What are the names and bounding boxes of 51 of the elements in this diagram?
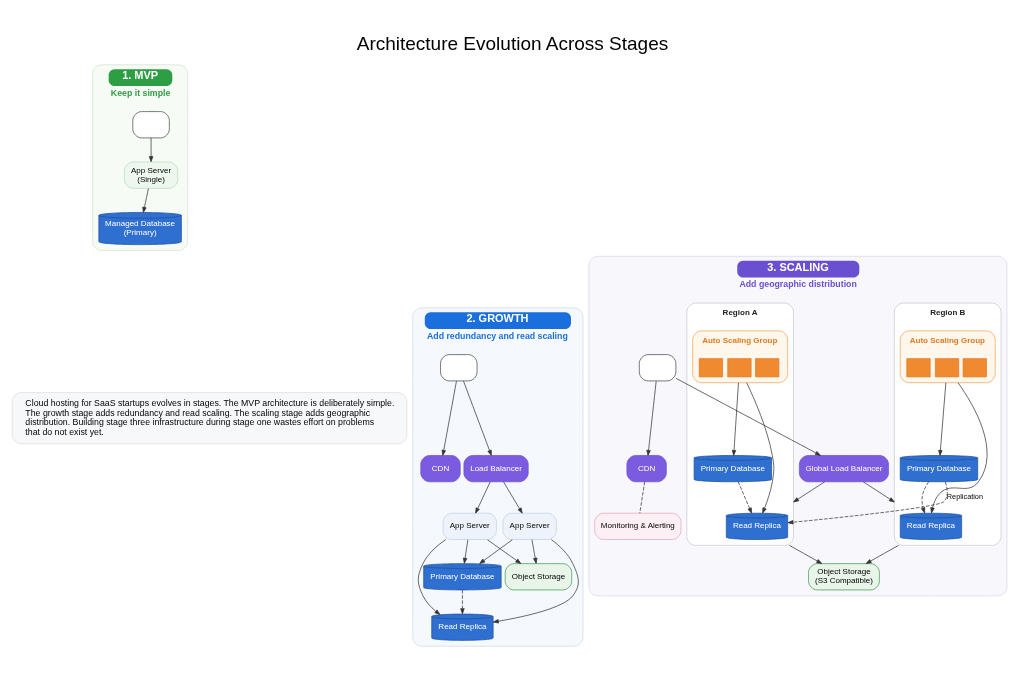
node-box: App Server (502, 512, 557, 540)
node-box (726, 357, 751, 377)
arrow (862, 481, 895, 502)
arrow (474, 481, 491, 514)
arrow (486, 538, 521, 564)
arrow (645, 380, 657, 456)
arrow (737, 481, 752, 514)
node-box (934, 357, 959, 377)
arrow (929, 381, 987, 513)
arrow (675, 377, 821, 456)
edge-label: Replication (946, 491, 983, 501)
node-box: Global Load Balancer (798, 454, 889, 482)
node-box: App Server (442, 512, 497, 540)
arrow (792, 481, 825, 502)
arrow (920, 481, 929, 513)
arrow (865, 544, 899, 564)
arrow (441, 380, 457, 456)
node-box (754, 357, 779, 377)
arrow (745, 381, 774, 513)
node-box: Object Storage (504, 562, 572, 590)
arrow (478, 538, 513, 564)
arrow (502, 481, 523, 514)
node-box: CDN (419, 454, 461, 482)
node-box: Monitoring & Alerting (593, 512, 681, 540)
arrow (417, 538, 446, 615)
node-box (131, 110, 170, 138)
arrow (788, 544, 822, 564)
node-box: CDN (626, 454, 667, 482)
connector (638, 481, 645, 514)
arrow (731, 381, 739, 456)
node-box: Object Storage (S3 Compatible) (807, 562, 880, 590)
node-box (698, 357, 723, 377)
node-box: App Server (Single) (123, 161, 178, 189)
cluster: Auto Scaling Group (691, 329, 788, 383)
arrow (937, 381, 946, 456)
cluster: Auto Scaling Group (899, 329, 996, 383)
node-box (905, 357, 931, 377)
node-box (439, 353, 477, 381)
arrow (462, 380, 492, 456)
arrow (787, 481, 948, 524)
label: Cloud hosting for SaaS startups evolves in stages. The MVP architecture is deliberately simple. The growth stage adds redundancy and read scaling. The scaling stage adds geographic distribution. Building stage three infrastructure during stage one wastes effort on problems that do not exist yet. (24, 397, 394, 437)
node-box (638, 353, 676, 381)
arrow (531, 538, 537, 564)
node-box (962, 357, 987, 377)
arrow (459, 589, 465, 614)
arrow (492, 538, 579, 623)
node-box: Load Balancer (463, 454, 529, 482)
arrow (141, 187, 149, 213)
diagram-title: Architecture Evolution Across Stages (356, 32, 668, 54)
arrow (148, 137, 153, 162)
arrow (462, 538, 468, 564)
